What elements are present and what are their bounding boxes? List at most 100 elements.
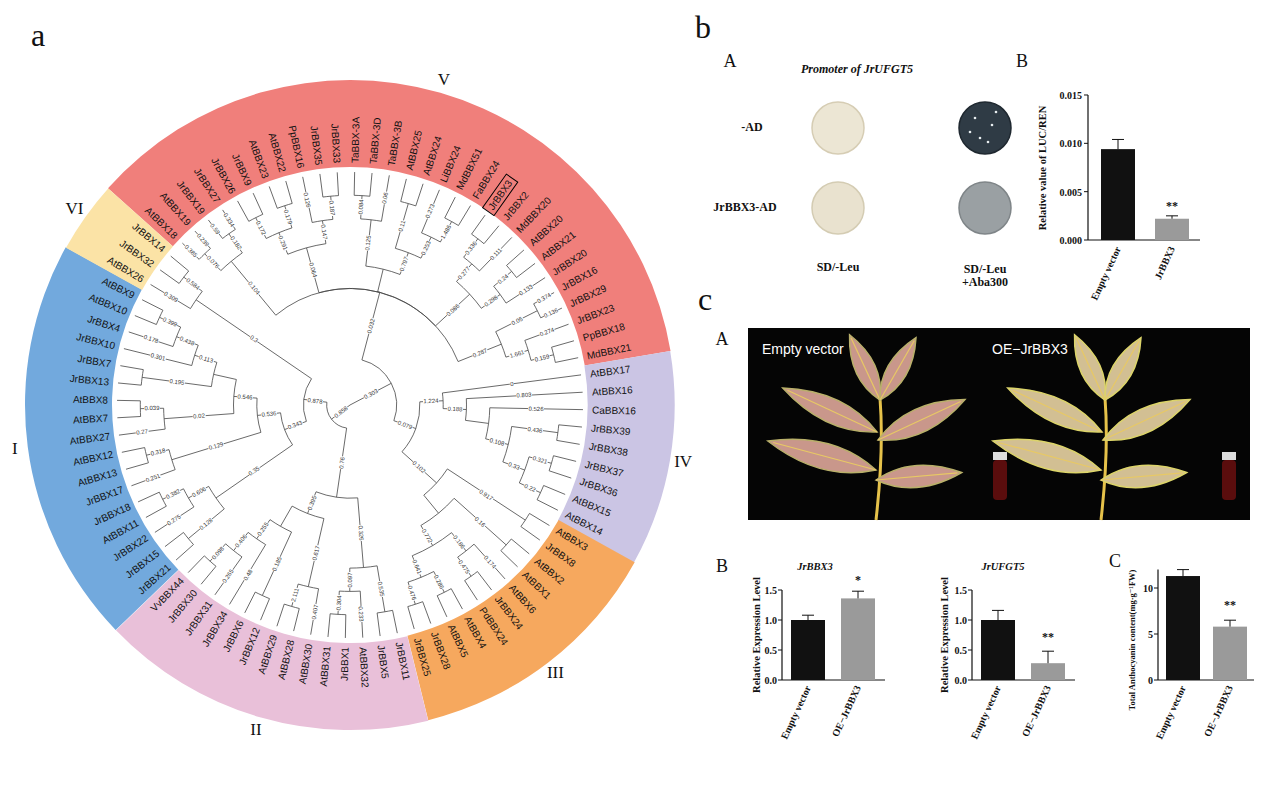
tree-branch	[308, 513, 324, 586]
tree-branch	[182, 243, 204, 259]
clade-numeral: III	[547, 664, 564, 683]
leaflet-midrib	[787, 390, 877, 432]
branch-length: 0.917	[478, 488, 495, 502]
axis-tick-mark	[1154, 634, 1158, 635]
bar-chart	[968, 590, 1075, 680]
tree-branch	[214, 374, 237, 396]
branch-length: 0.039	[144, 405, 160, 411]
error-bar	[998, 610, 999, 620]
tree-branch	[135, 316, 160, 325]
axis-tick-label: 10	[1143, 583, 1153, 594]
axis-tick-label: 1.0	[955, 615, 968, 626]
tree-branch	[465, 576, 478, 600]
branch-length: 0.24	[496, 272, 510, 285]
leaflet-blade	[873, 389, 970, 451]
significance-mark: **	[1224, 599, 1236, 612]
tree-branch	[331, 405, 350, 419]
error-bar	[1183, 570, 1184, 576]
tree-branch	[380, 292, 470, 325]
branch-length: 0.05	[509, 316, 523, 327]
error-bar	[1118, 139, 1119, 149]
y-axis	[1157, 570, 1158, 680]
tree-branch	[184, 277, 202, 300]
error-cap	[1042, 651, 1054, 652]
tree-branch	[478, 226, 499, 244]
branch-length: 0.159	[534, 353, 551, 363]
leaflet-midrib	[1076, 338, 1105, 400]
tree-branch	[525, 513, 549, 525]
tree-branch	[433, 533, 466, 551]
branch-length: 0.3	[248, 334, 259, 344]
branch-length: 1.661	[509, 348, 526, 358]
bar	[981, 620, 1015, 680]
branch-length: 0.336	[463, 240, 478, 256]
band-sector	[25, 247, 178, 630]
tree-branch	[552, 341, 574, 355]
axis-tick-label: 0.015	[1060, 90, 1083, 101]
branch-length: 0.239	[195, 232, 210, 248]
band-sector	[66, 188, 173, 289]
tree-branch	[431, 222, 452, 242]
row-label: -AD	[741, 121, 762, 134]
tree-branch	[328, 614, 338, 637]
clade-band: VAtBBX18AtBBX19JrBBX19JrBBX27JrBBX26JrBB…	[108, 80, 670, 365]
tree-branch	[253, 193, 263, 218]
tree-branch	[292, 606, 300, 631]
tree-branch	[408, 604, 415, 629]
branch-length: 0.098	[210, 545, 225, 561]
leaflet	[764, 428, 879, 482]
axis-title: Relative Expression Level	[939, 577, 951, 693]
branch-length: 0.113	[197, 354, 214, 364]
subpanel-letter: B	[716, 557, 728, 577]
tube-extract	[1222, 460, 1236, 500]
tree-branch	[439, 498, 507, 545]
axis-tick-label: 0.5	[765, 645, 778, 656]
clade-numeral: IV	[674, 453, 692, 472]
gene-name: AtBBX16	[591, 384, 632, 397]
tree-branch	[160, 270, 184, 284]
tree-branch	[371, 175, 389, 221]
panel-title: Promoter of JrUFGT5	[801, 63, 913, 76]
category-label: OE−JrBBX3	[830, 684, 863, 739]
axis-tick-mark	[968, 620, 972, 621]
branch-length: 0.195	[168, 378, 185, 386]
branch-length: 0.76	[338, 456, 346, 469]
tree-branch	[117, 409, 140, 418]
branch-length: 0.076	[205, 254, 220, 270]
tree-branch	[172, 415, 261, 459]
error-cap	[1166, 215, 1178, 216]
tree-branch	[119, 419, 165, 435]
axis-tick-mark	[968, 650, 972, 651]
branch-length: 0.406	[234, 533, 249, 549]
tree-branch	[151, 284, 197, 308]
branch-length: 0.301	[149, 352, 166, 362]
bar-chart	[1084, 95, 1200, 240]
branch-length: 0.032	[366, 318, 376, 335]
photo-background	[748, 328, 1250, 520]
stem	[876, 398, 881, 520]
tree-branch	[470, 294, 500, 308]
tree-branch	[238, 201, 256, 221]
panel-letter: a	[31, 18, 45, 53]
row-label: JrBBX3-AD	[713, 201, 776, 214]
leaflet-blade	[875, 462, 963, 491]
axis-tick-mark	[968, 680, 972, 681]
clade-numeral: VI	[66, 200, 84, 219]
branch-length: 0.02	[192, 413, 205, 420]
tree-branch	[471, 572, 491, 591]
colony-dot	[995, 111, 998, 114]
tree-branch	[216, 430, 293, 498]
tree-branch	[307, 248, 380, 293]
branch-length: 0.147	[320, 224, 328, 241]
branch-length: 0.318	[149, 448, 166, 458]
bar	[1166, 576, 1200, 680]
axis-tick-mark	[968, 590, 972, 591]
branch-length: 0.407	[310, 603, 319, 620]
branch-length: 0.606	[190, 486, 207, 499]
tube-cap	[993, 452, 1007, 460]
axis-tick-label: 1.5	[765, 585, 778, 596]
leaflet-midrib	[998, 442, 1101, 470]
gene-name: JrBBX1	[339, 647, 351, 681]
tree-branch	[269, 186, 284, 208]
leaflet	[873, 389, 970, 451]
